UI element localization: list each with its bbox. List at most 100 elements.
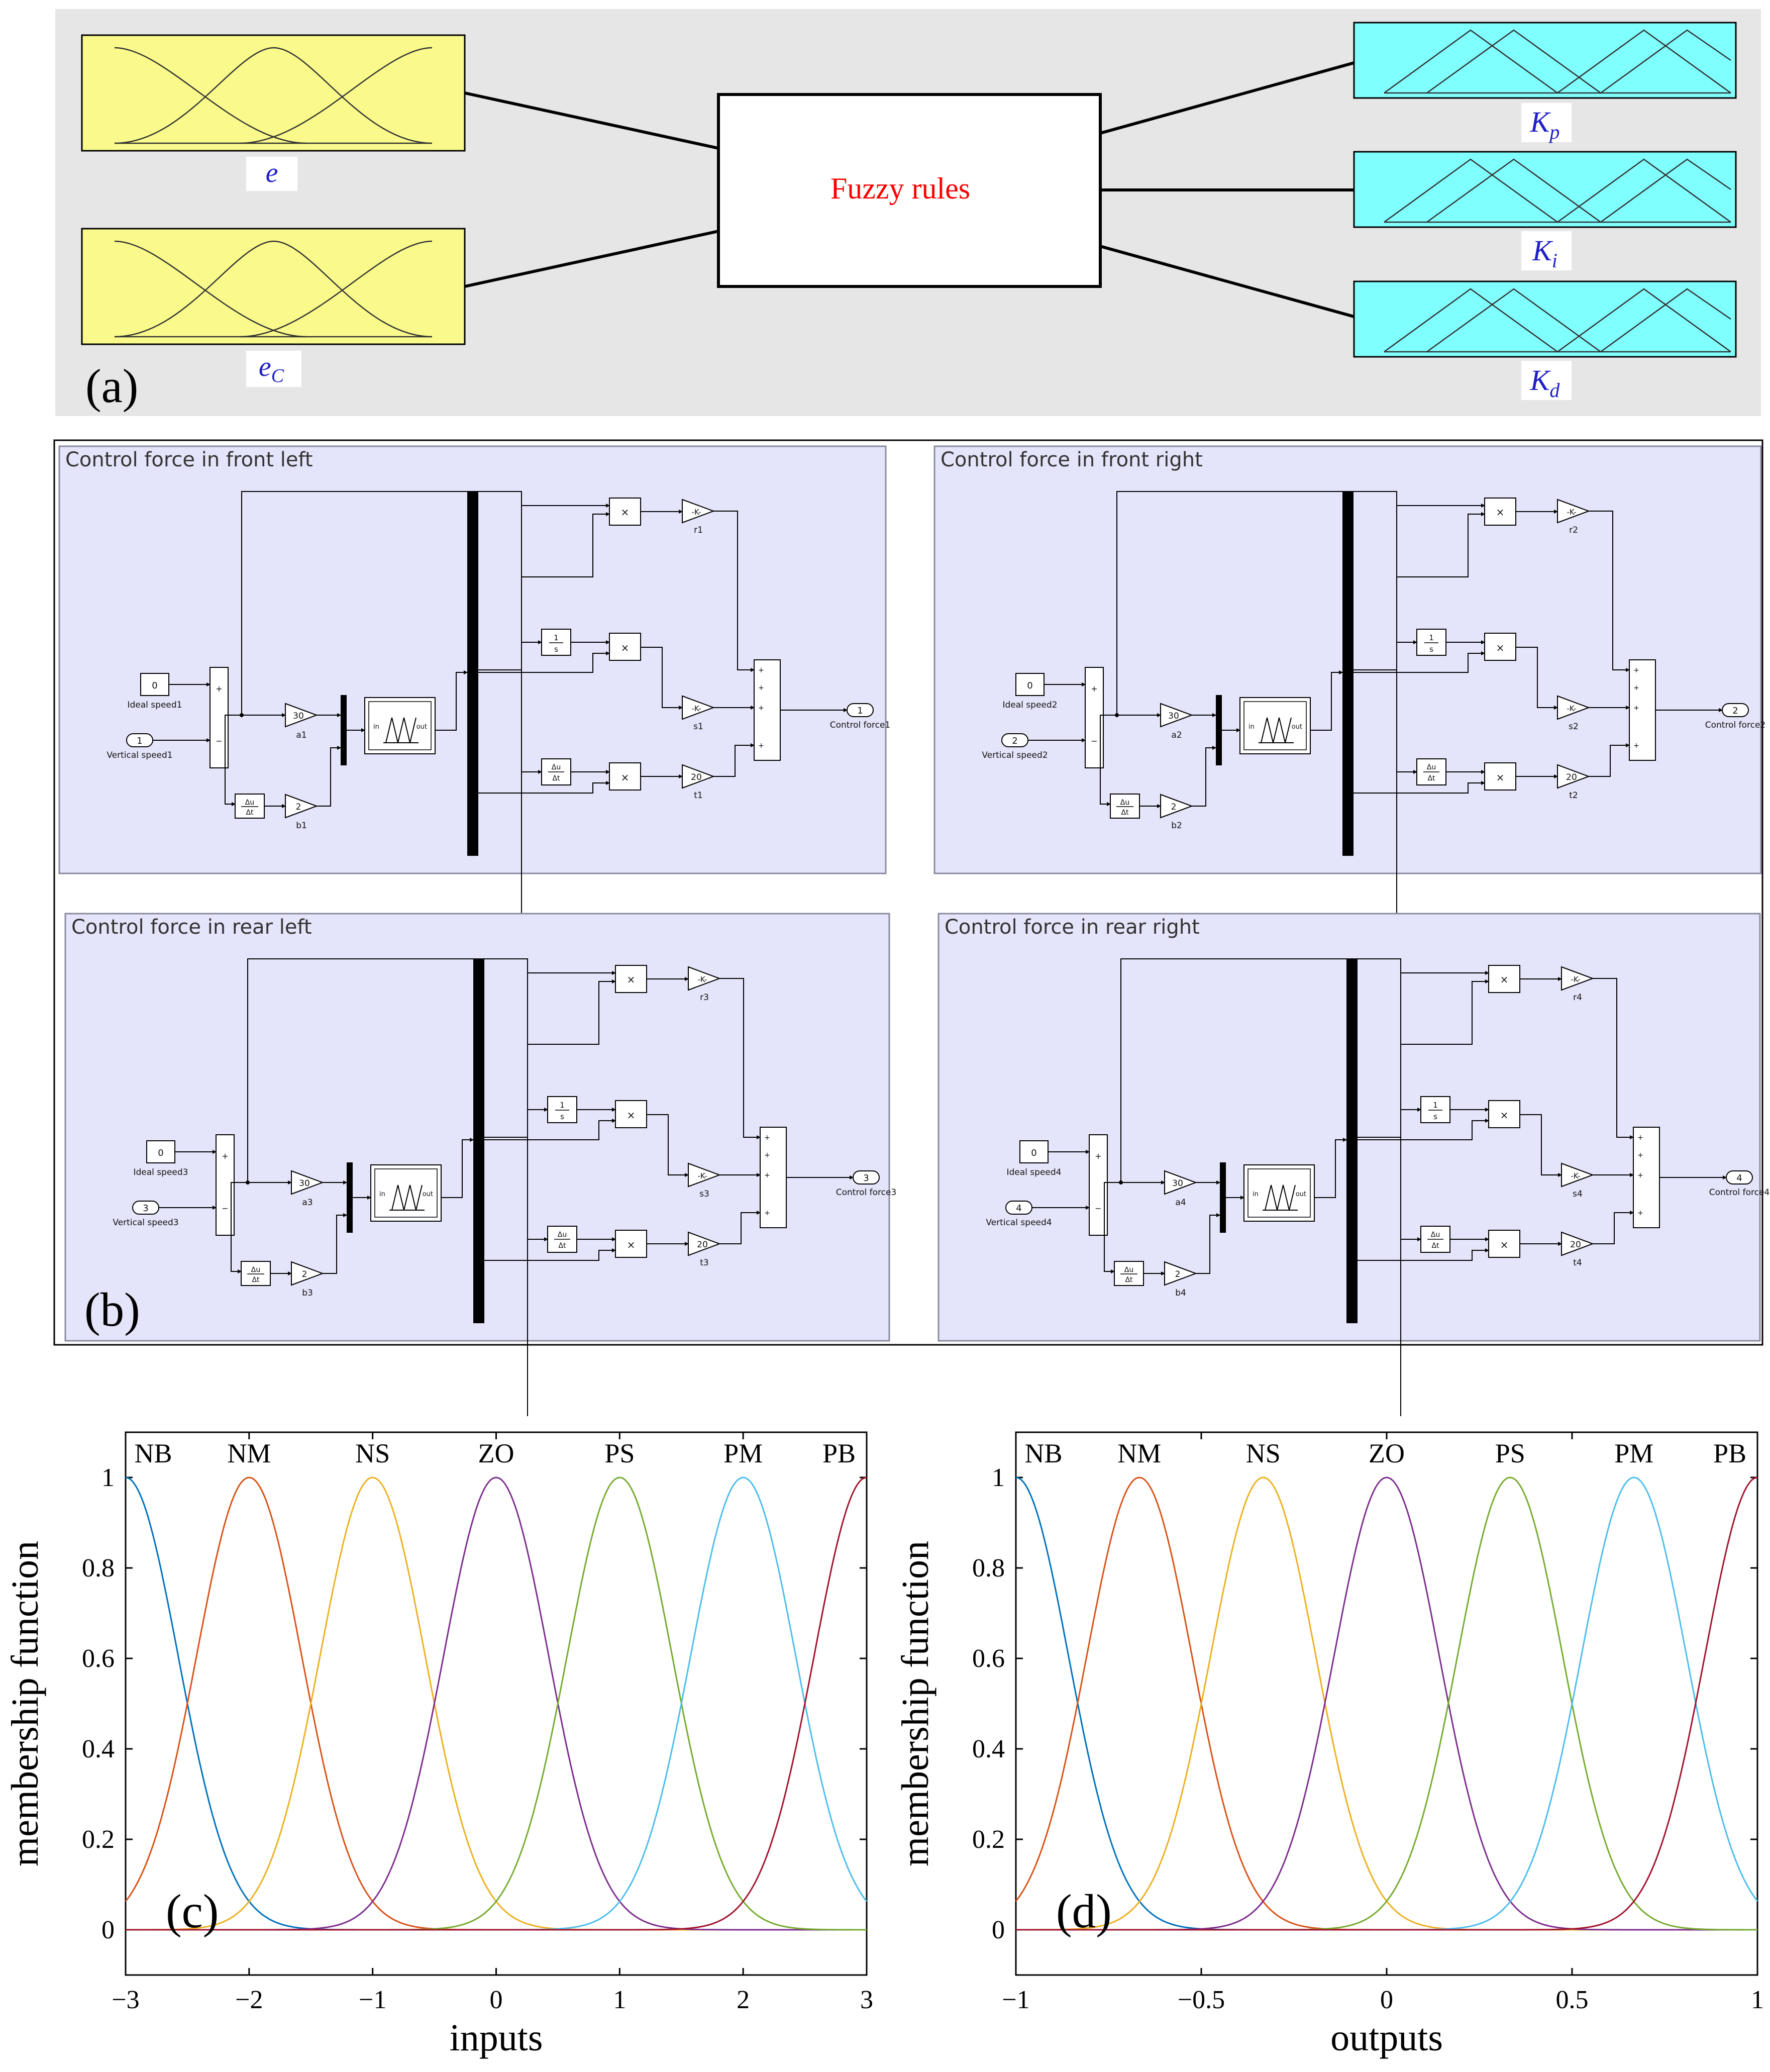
input-ec-block — [81, 228, 466, 345]
x-tick-label: 0 — [1380, 1986, 1393, 2014]
ideal-speed-label: Ideal speed3 — [134, 1167, 188, 1177]
input-e-membership-curves — [114, 47, 433, 144]
input-e-label: e — [266, 157, 278, 188]
y-tick-label: 1 — [992, 1463, 1005, 1492]
link-e-rules — [464, 91, 719, 150]
multiply-ki-block — [1488, 1100, 1520, 1128]
gain-r-label: r2 — [1569, 525, 1578, 535]
gain-t-block — [1561, 1231, 1594, 1256]
input-mux — [347, 1162, 353, 1233]
gain-s-block — [688, 1162, 721, 1188]
gain-r-label: r4 — [1573, 993, 1582, 1003]
series-label-nm: NM — [1117, 1438, 1161, 1468]
gain-s-value: -K- — [1571, 1171, 1580, 1180]
derivative-num: Δu — [251, 1266, 260, 1274]
x-tick-label: 0 — [490, 1986, 503, 2014]
x-tick-label: −0.5 — [1178, 1986, 1225, 2014]
gain-r-value: -K- — [1571, 975, 1580, 984]
output-sum-block — [1633, 1127, 1660, 1228]
gain-b-label: b1 — [296, 821, 307, 831]
sum-minus-sign: − — [1095, 1204, 1101, 1213]
gain-r-value: -K- — [697, 975, 707, 984]
series-label-ns: NS — [355, 1438, 390, 1468]
integrator-den: s — [554, 645, 558, 654]
series-label-pb: PB — [822, 1438, 856, 1468]
gain-b-block — [291, 1261, 324, 1286]
control-force-label: Control force3 — [836, 1188, 896, 1198]
output-ki-label: Ki — [1532, 234, 1557, 272]
multiply-ki-sign: × — [1500, 1109, 1509, 1121]
panel-a-label: (a) — [85, 359, 138, 413]
gain-a-value: 30 — [293, 711, 304, 721]
gain-t-label: t1 — [694, 791, 702, 801]
vertical-speed-label: Vertical speed2 — [982, 750, 1048, 760]
gain-s-block — [1561, 1162, 1594, 1188]
panel-label: (c) — [166, 1885, 219, 1938]
plot-area — [1015, 1431, 1758, 1976]
gain-r-block — [1557, 499, 1590, 524]
y-tick-label: 0.2 — [972, 1825, 1005, 1854]
output-demux — [1346, 959, 1358, 1323]
output-kp-label: Kp — [1530, 106, 1560, 143]
vertical-speed-port-number: 2 — [1012, 736, 1017, 746]
integrator-num: 1 — [560, 1101, 565, 1110]
x-tick-label: 0.5 — [1556, 1986, 1589, 2014]
derivative-den: Δt — [1125, 1276, 1133, 1284]
multiply-kd-sign: × — [1496, 771, 1505, 783]
panel-label: (d) — [1056, 1885, 1112, 1938]
gain-a-block — [291, 1170, 324, 1195]
multiply-kp-sign: × — [1496, 506, 1505, 518]
input-ec-label-box — [246, 351, 301, 387]
integrator-num: 1 — [1433, 1101, 1438, 1110]
vertical-speed-port-number: 3 — [143, 1203, 148, 1214]
derivative-block — [1114, 1261, 1144, 1286]
control-force-port-number: 2 — [1732, 706, 1738, 716]
constant-value: 0 — [158, 1148, 163, 1158]
output-sum-plus-0: + — [1633, 666, 1639, 674]
multiply-ki-sign: × — [621, 642, 630, 654]
sum-plus-sign: + — [1095, 1151, 1101, 1161]
gain-s-value: -K- — [1567, 704, 1576, 713]
integrator-den: s — [1433, 1112, 1437, 1121]
control-force-label: Control force4 — [1709, 1188, 1769, 1198]
x-tick-label: 3 — [860, 1986, 873, 2014]
output-kp-block — [1353, 22, 1737, 99]
derivative-num: Δu — [1120, 799, 1129, 807]
gain-a-block — [1160, 703, 1193, 728]
y-tick-label: 1 — [101, 1463, 115, 1492]
gain-a-block — [1164, 1170, 1197, 1195]
fuzzy-rules-block — [717, 93, 1102, 288]
gain-t-block — [682, 764, 715, 789]
sum-plus-sign: + — [216, 684, 222, 694]
multiply-ki-block — [609, 633, 641, 661]
y-tick-label: 0 — [101, 1916, 115, 1944]
gain-b-block — [1164, 1261, 1197, 1286]
control-force-label: Control force2 — [1705, 720, 1765, 730]
gain-a-label: a4 — [1175, 1198, 1186, 1208]
constant-value: 0 — [152, 680, 157, 691]
subsystem-title: Control force in rear left — [71, 916, 312, 939]
multiply-kp-sign: × — [1500, 973, 1509, 985]
x-axis-label: outputs — [1330, 2017, 1443, 2059]
series-label-zo: ZO — [478, 1438, 514, 1468]
output-sum-plus-1: + — [758, 684, 764, 692]
gain-b-label: b2 — [1171, 821, 1182, 831]
input-ec-label: eC — [259, 351, 284, 386]
x-axis-label: inputs — [450, 2017, 543, 2059]
ideal-speed-constant — [1015, 673, 1045, 696]
control-force-port — [853, 1170, 880, 1185]
fuzzy-rules-label: Fuzzy rules — [830, 172, 970, 205]
gain-t-label: t4 — [1573, 1258, 1582, 1268]
multiply-kd-sign: × — [621, 771, 630, 783]
x-tick-label: −3 — [112, 1986, 139, 2014]
gain-b-block — [285, 794, 318, 819]
sum-minus-sign: − — [216, 736, 222, 746]
output-sum-plus-0: + — [758, 666, 764, 674]
x-tick-label: 1 — [1751, 1986, 1764, 2014]
link-ec-rules — [464, 230, 719, 288]
vertical-speed-label: Vertical speed1 — [107, 750, 172, 760]
gain-r-label: r3 — [700, 993, 709, 1003]
